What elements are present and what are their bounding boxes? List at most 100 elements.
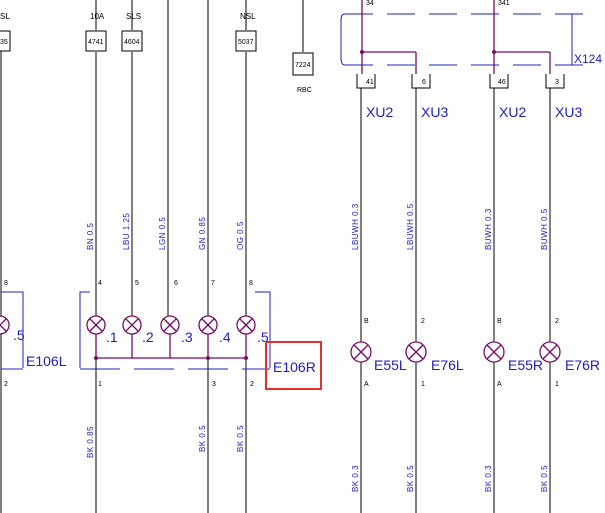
wire-label-bk-05-b: BK 0.5 [236,425,245,452]
lamp-e76r [539,341,561,363]
lamp-e106l [0,315,10,335]
lamp-e106r-5 [236,315,256,335]
x124-right-bracket [568,13,573,66]
ground-junction-4 [206,356,210,360]
wire-label-bk-085: BK 0.85 [86,426,95,458]
wire-label-bk-03-a: BK 0.3 [351,465,360,492]
component-e76r: E76R [539,341,600,373]
connector-xu2-a: XU2 [366,104,393,120]
label-pin-34: 34 [366,0,374,7]
wire-label-bk-05-d: BK 0.5 [540,465,549,492]
wire-label-og: OG 0.5 [236,221,245,250]
wire-label-buwh-05: BUWH 0.5 [540,208,549,250]
connector-x124: X124 34 341 [340,0,602,74]
bracket-xu3-3 [545,74,565,89]
lamp-index-e106l: .5 [13,327,25,343]
label-e55r: E55R [508,357,543,373]
pin-top-8: 2 [421,318,425,325]
label-rbc: RBC [297,87,312,94]
bracket-xu3-6 [411,74,431,89]
box-5037 [235,30,257,52]
box-5037-text: 5037 [238,39,254,46]
pin-bottom-1: 2 [4,381,8,388]
wire-label-bk-05-c: BK 0.5 [406,465,415,492]
pin-46: 46 [498,79,506,86]
pin-top-4: 6 [174,280,178,287]
lamp-e55l [350,341,372,363]
lamp-index-1: .1 [106,329,118,345]
pin-top-6: 8 [249,280,253,287]
lamp-e76l [405,341,427,363]
label-e76r: E76R [565,357,600,373]
pin-bottom-7: A [497,381,502,388]
highlight-box [265,341,322,390]
component-e76l: E76L [405,341,464,373]
pin-bottom-3: 3 [212,381,216,388]
box-4741-text: 4741 [88,39,104,46]
lamp-index-2: .2 [142,329,154,345]
label-fuse-rating: 10A [90,12,105,21]
wire-label-bk-03-b: BK 0.3 [484,465,493,492]
wire-label-gn: GN 0.85 [198,217,207,250]
xu-connector-brackets [356,74,565,89]
component-e55r: E55R [483,341,543,373]
label-nsl: NSL [240,12,256,21]
bracket-xu2-41 [356,74,376,89]
wire-label-lbuwh-05: LBUWH 0.5 [406,203,415,250]
lamp-e106r-2 [122,315,142,335]
wires [0,0,551,513]
pin-top-10: 2 [555,318,559,325]
lamp-index-5: .5 [257,329,269,345]
lamp-e106r-4 [198,315,218,335]
pin-numbers-top: 8 4 5 6 7 8 B 2 B 2 [4,280,559,325]
pin-top-7: B [364,318,369,325]
x124-junction-left [360,50,364,54]
pin-top-1: 8 [4,280,8,287]
wire-label-bk-05-a: BK 0.5 [198,425,207,452]
label-pin-341: 341 [498,0,510,7]
label-e106r: E106R [273,359,316,375]
box-7224 [292,52,314,76]
x124-junction-right [492,50,496,54]
box-7224-text: 7224 [295,62,311,69]
component-e106l: .5 E106L [0,291,67,370]
wire-label-buwh-03: BUWH 0.3 [484,208,493,250]
e106l-bracket [1,291,24,368]
label-sls: SLS [126,12,141,21]
ground-junction-1 [94,356,98,360]
box-35-text: 35 [0,39,8,46]
pin-top-9: B [497,318,502,325]
pin-numbers-bottom: 2 1 3 2 A 1 A 1 [4,381,559,388]
pin-top-3: 5 [135,280,139,287]
lamp-index-4: .4 [219,329,231,345]
pin-bottom-8: 1 [555,381,559,388]
box-4604 [121,30,143,52]
box-4604-text: 4604 [124,39,140,46]
lower-wire-labels: BK 0.85 BK 0.5 BK 0.5 BK 0.3 BK 0.5 BK 0… [86,425,549,492]
e106r-bracket-left [79,291,90,368]
lamp-e106r-1 [86,315,106,335]
ground-junction-5 [244,356,248,360]
pin-top-5: 7 [211,280,215,287]
wire-number-boxes: 35 4741 4604 5037 7224 [0,30,314,76]
connector-xu3-b: XU3 [555,104,582,120]
wire-label-lgn: LGN 0.5 [158,217,167,250]
connector-xu3-a: XU3 [421,104,448,120]
pin-bottom-6: 1 [421,381,425,388]
connector-xu2-b: XU2 [499,104,526,120]
lamp-index-3: .3 [181,329,193,345]
bracket-xu2-46 [489,74,509,89]
component-e106r: .1 .2 .3 .4 .5 E106R [79,291,322,390]
pin-6: 6 [422,79,426,86]
box-35 [0,30,11,52]
component-e55l: E55L [350,341,407,373]
wire-label-lbu: LBU 1.25 [122,213,131,250]
label-e76l: E76L [431,357,464,373]
x124-left-bracket [340,13,346,66]
pin-bottom-2: 1 [98,381,102,388]
pin-41: 41 [366,79,374,86]
lamp-e106r-3 [160,315,180,335]
upper-wire-labels: BN 0.5 LBU 1.25 LGN 0.5 GN 0.85 OG 0.5 L… [86,203,549,250]
label-e106l: E106L [26,353,67,369]
